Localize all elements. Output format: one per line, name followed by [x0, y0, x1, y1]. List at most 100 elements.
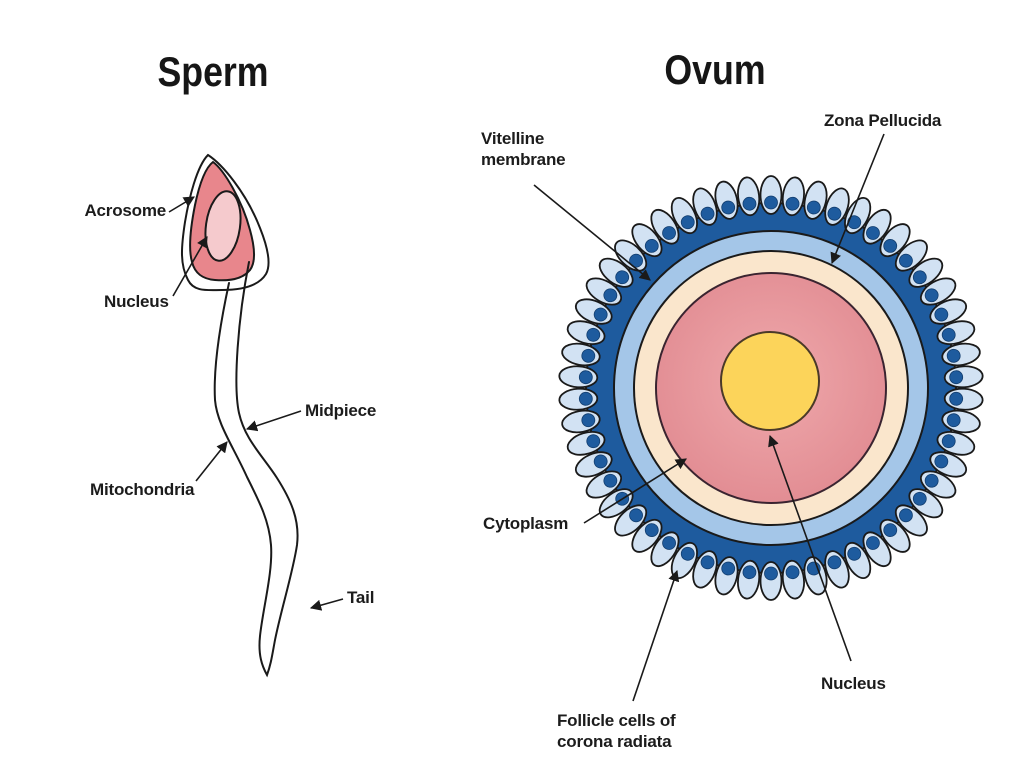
- follicle-cell-group: [919, 277, 957, 306]
- follicle-cell-group: [781, 559, 805, 600]
- follicle-cell-group: [919, 470, 957, 499]
- tail-leader-line: [309, 598, 344, 611]
- follicle-cell-nucleus: [680, 546, 695, 561]
- follicle-cell-nucleus: [785, 196, 800, 211]
- follicle-cell-nucleus: [644, 238, 659, 253]
- follicle-cell-nucleus: [912, 270, 927, 285]
- follicle-cell-nucleus: [615, 270, 630, 285]
- label-vitelline-membrane: Vitelline membrane: [481, 129, 566, 170]
- follicle-cell-nucleus: [899, 253, 913, 268]
- follicle-cell-group: [574, 451, 613, 478]
- ovum-nucleus-circle: [720, 331, 820, 431]
- follicle-cell-group: [929, 451, 968, 478]
- label-tail: Tail: [347, 588, 375, 607]
- follicle-cell-nucleus: [946, 413, 961, 428]
- follicle-cell-nucleus: [603, 288, 618, 303]
- follicle-cell-nucleus: [949, 391, 964, 406]
- label-acrosome: Acrosome: [84, 201, 166, 220]
- follicle-cell-group: [561, 342, 601, 367]
- follicle-cell-group: [803, 180, 828, 220]
- follicle-cell-nucleus: [934, 307, 949, 322]
- follicle-cell-group: [862, 208, 892, 245]
- follicle-cell-group: [574, 298, 613, 325]
- follicle-cell-group: [631, 518, 663, 553]
- follicle-cell-nucleus: [644, 523, 659, 538]
- follicle-cell-nucleus: [941, 434, 956, 449]
- follicle-cell-nucleus: [827, 555, 842, 570]
- label-zona-pellucida: Zona Pellucida: [824, 111, 942, 130]
- sperm-head-outer: [181, 153, 270, 292]
- follicle-cell-group: [692, 550, 718, 589]
- follicle-cell-group: [670, 197, 698, 235]
- label-ovum-nucleus: Nucleus: [821, 674, 886, 693]
- follicle-cell-nucleus: [593, 454, 608, 469]
- follicle-cell-group: [894, 504, 928, 537]
- follicle-cell-group: [737, 176, 761, 217]
- follicle-cell-nucleus: [764, 195, 778, 210]
- follicle-cell-group: [558, 365, 599, 389]
- follicle-cell-group: [936, 320, 976, 345]
- follicle-cell-group: [692, 187, 718, 226]
- label-follicle-cells: Follicle cells of corona radiata: [557, 711, 676, 752]
- follicle-cell-group: [781, 176, 805, 217]
- follicle-cell-nucleus: [721, 200, 736, 215]
- follicle-cell-ring: [558, 175, 984, 601]
- follicle-cell-group: [561, 409, 601, 434]
- follicle-cell-group: [941, 342, 981, 367]
- follicle-cell-nucleus: [899, 508, 913, 523]
- label-sperm-nucleus: Nucleus: [104, 292, 169, 311]
- follicle-cell-nucleus: [847, 215, 862, 230]
- follicle-cell-nucleus: [949, 370, 964, 385]
- follicle-cell-group: [566, 431, 606, 456]
- follicle-cell-nucleus: [924, 288, 939, 303]
- follicle-cell-group: [650, 531, 680, 568]
- follicle-cell-nucleus: [785, 565, 800, 580]
- cytoplasm-leader-line: [583, 458, 687, 524]
- follicle-cell-nucleus: [883, 523, 898, 538]
- follicle-cell-group: [824, 550, 850, 589]
- follicle-cell-group: [844, 197, 872, 235]
- follicle-cell-nucleus: [827, 206, 842, 221]
- follicle-cell-group: [585, 277, 623, 306]
- sperm-title: Sperm: [157, 48, 269, 95]
- label-cytoplasm: Cytoplasm: [483, 514, 569, 533]
- follicle-cell-nucleus: [912, 491, 927, 506]
- sperm-tail: [213, 261, 299, 678]
- follicle-cell-group: [943, 387, 984, 411]
- follicle-cell-group: [862, 531, 892, 568]
- follicle-cell-nucleus: [629, 508, 643, 523]
- ovum-nucleus-leader-line: [768, 434, 852, 662]
- follicle-cell-nucleus: [578, 370, 593, 385]
- follicle-cell-nucleus: [662, 536, 676, 550]
- follicle-cell-group: [737, 559, 761, 600]
- follicle-cell-nucleus: [742, 565, 757, 580]
- leader-lines: [168, 133, 885, 702]
- sperm-nucleus-leader-line: [172, 236, 208, 297]
- follicle-cell-group: [714, 556, 739, 596]
- follicle-cell-group: [631, 223, 663, 258]
- follicle-cell-group: [894, 239, 928, 272]
- label-midpiece: Midpiece: [305, 401, 377, 420]
- follicle-cell-nucleus: [581, 413, 596, 428]
- follicle-cell-nucleus: [866, 226, 880, 240]
- follicle-cell-nucleus: [764, 566, 778, 581]
- follicle-cell-nucleus: [586, 327, 601, 342]
- follicle-cell-group: [759, 561, 783, 601]
- follicle-cell-nucleus: [941, 327, 956, 342]
- follicle-cell-nucleus: [866, 536, 880, 550]
- follicle-cell-group: [714, 180, 739, 220]
- follicle-cell-group: [614, 239, 648, 272]
- follicle-cell-group: [650, 208, 680, 245]
- follicle-cell-nucleus: [662, 226, 676, 240]
- follicle-cell-nucleus: [581, 348, 596, 363]
- follicle-cell-nucleus: [700, 555, 715, 570]
- follicle-cell-nucleus: [742, 196, 757, 211]
- follicle-cell-group: [585, 470, 623, 499]
- follicle-cell-nucleus: [593, 307, 608, 322]
- follicle-cell-group: [908, 488, 944, 519]
- follicle-cell-group: [929, 298, 968, 325]
- follicle-cell-nucleus: [586, 434, 601, 449]
- follicle-cell-nucleus: [603, 473, 618, 488]
